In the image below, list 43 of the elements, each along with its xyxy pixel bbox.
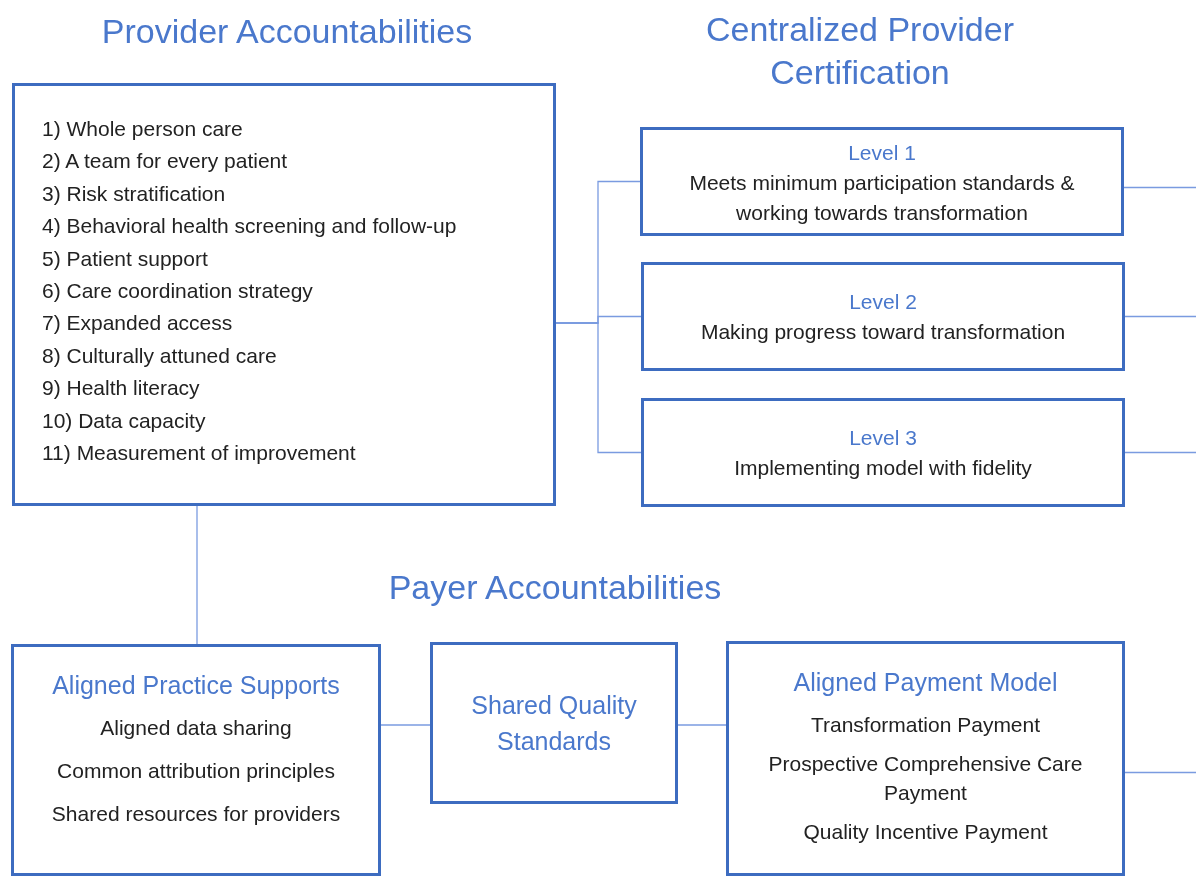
level-title: Level 3 [849,425,917,451]
connector-line [1124,771,1196,774]
list-item: 2) A team for every patient [42,149,288,174]
category-box [430,642,678,804]
level-box [641,398,1125,507]
box-item: Common attribution principles [57,758,335,784]
list-item: 8) Culturally attuned care [42,343,277,368]
list-item: 11) Measurement of improvement [42,441,356,465]
level-description: Implementing model with fidelity [734,455,1032,481]
box-item: Quality Incentive Payment [803,819,1048,845]
level-description: Meets minimum participation standards & working towards transformation [688,170,1076,226]
level-title: Level 2 [849,289,917,315]
box-item: Shared resources for providers [51,801,341,827]
connector-line [555,322,642,454]
connector-line [677,724,727,726]
level-box [640,127,1124,236]
connector-line [1123,186,1196,189]
box-item: Prospective Comprehensive Care Payment [767,751,1084,806]
box-title: Aligned Payment Model [793,667,1058,698]
box-item: Aligned data sharing [100,715,292,741]
level-title: Level 1 [848,140,916,166]
box-title: Aligned Practice Supports [52,670,340,701]
connector-line [1124,315,1196,318]
section-heading: Centralized Provider Certification [705,9,1015,93]
category-box [11,644,381,876]
list-item: 7) Expanded access [42,311,233,336]
list-item: 5) Patient support [42,246,208,271]
connector-line [196,505,198,645]
box-item: Transformation Payment [810,712,1041,738]
level-box [641,262,1125,371]
box-title: Shared Quality Standards [470,690,638,757]
section-heading: Provider Accountabilities [100,12,474,51]
list-item: 6) Care coordination strategy [42,279,313,303]
connector-line [1124,451,1196,454]
category-box [726,641,1125,876]
list-item: 9) Health literacy [42,376,200,401]
section-heading: Payer Accountabilities [387,567,723,608]
list-item: 4) Behavioral health screening and follow-up [42,214,457,239]
level-description: Making progress toward transformation [700,319,1066,345]
connector-line [380,724,431,726]
list-item: 3) Risk stratification [42,181,226,206]
list-item: 1) Whole person care [42,117,243,141]
list-item: 10) Data capacity [42,408,206,433]
